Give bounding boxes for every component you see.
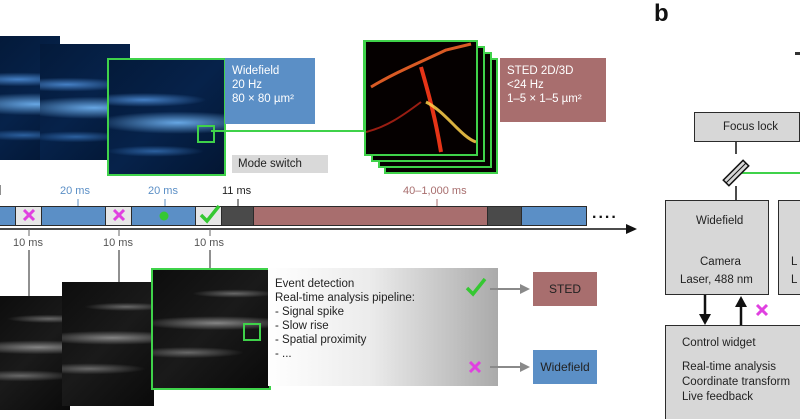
- corner-mark: [795, 52, 800, 55]
- control-line-coordinate: Coordinate transform: [682, 376, 791, 388]
- timeline-segment-sted: [254, 206, 488, 226]
- outcome-widefield-box: Widefield: [533, 350, 597, 384]
- widefield-info-box: Widefield 20 Hz 80 × 80 µm²: [225, 58, 315, 124]
- timeline-label-sted-duration: 40–1,000 ms: [403, 185, 467, 197]
- timeline-label-20ms-a: 20 ms: [60, 185, 90, 197]
- control-widget-title: Control widget: [682, 337, 756, 349]
- focus-lock-box: Focus lock: [694, 112, 800, 142]
- pipeline-heading: Real-time analysis pipeline:: [275, 292, 415, 304]
- cross-icon: [468, 360, 482, 374]
- check-icon: [465, 277, 487, 297]
- analysis-image-back-2: [62, 282, 154, 406]
- laser-label: Laser, 488 nm: [680, 274, 753, 286]
- widefield-rate: 20 Hz: [232, 79, 263, 91]
- event-detection-title: Event detection: [275, 278, 355, 290]
- widefield-module-box: Widefield Camera Laser, 488 nm: [665, 200, 769, 295]
- sted-info-box: STED 2D/3D <24 Hz 1–5 × 1–5 µm²: [500, 58, 606, 122]
- partial-module-label-1: L: [791, 256, 798, 268]
- timeline-segment-switch-1: [222, 206, 254, 226]
- control-line-feedback: Live feedback: [682, 391, 753, 403]
- analysis-image-front: [151, 268, 271, 390]
- camera-label: Camera: [700, 256, 741, 268]
- analysis-image-back-1: [0, 296, 70, 410]
- mode-switch-label: Mode switch: [232, 155, 328, 173]
- dot-icon: [159, 211, 169, 221]
- bottom-label-10ms-a: 10 ms: [13, 237, 43, 249]
- timeline-label-20ms-b: 20 ms: [148, 185, 178, 197]
- widefield-module-title: Widefield: [696, 215, 744, 227]
- cross-icon: [22, 208, 36, 222]
- cross-icon: [112, 208, 126, 222]
- outcome-sted-box: STED: [533, 272, 597, 306]
- sted-title: STED 2D/3D: [507, 65, 574, 77]
- check-icon: [199, 204, 221, 224]
- partial-module-box: L L: [778, 200, 800, 295]
- control-line-realtime: Real-time analysis: [682, 361, 776, 373]
- pipeline-item-signal-spike: - Signal spike: [275, 306, 345, 318]
- widefield-title: Widefield: [232, 65, 280, 77]
- panel-b-label: b: [654, 0, 669, 27]
- bottom-label-10ms-c: 10 ms: [194, 237, 224, 249]
- sted-size: 1–5 × 1–5 µm²: [507, 93, 582, 105]
- timeline-label-11ms: 11 ms: [222, 185, 252, 197]
- partial-module-label-2: L: [791, 274, 798, 286]
- control-widget-box: Control widget Real-time analysis Coordi…: [665, 325, 800, 419]
- event-detection-panel: [268, 268, 498, 386]
- widefield-image-front: [107, 58, 226, 176]
- roi-marker: [197, 125, 215, 143]
- bottom-label-10ms-b: 10 ms: [103, 237, 133, 249]
- pipeline-item-spatial-proximity: - Spatial proximity: [275, 334, 367, 346]
- event-roi-marker: [243, 323, 261, 341]
- widefield-size: 80 × 80 µm²: [232, 93, 294, 105]
- timeline-segment-widefield-1: [0, 206, 16, 226]
- timeline-segment-switch-2: [488, 206, 522, 226]
- pipeline-item-more: - ...: [275, 348, 292, 360]
- cross-icon: [755, 303, 769, 317]
- focus-lock-label: Focus lock: [723, 121, 778, 133]
- pipeline-item-slow-rise: - Slow rise: [275, 320, 329, 332]
- timeline-segment-widefield-2: [42, 206, 106, 226]
- sted-image-front: [364, 40, 478, 156]
- timeline-bar-outline: [0, 206, 587, 226]
- event-detection-text: Event detection Real-time analysis pipel…: [275, 277, 415, 361]
- sted-signal-graphic: [366, 42, 476, 153]
- sted-rate: <24 Hz: [507, 79, 544, 91]
- timeline-ellipsis: ....: [592, 205, 618, 222]
